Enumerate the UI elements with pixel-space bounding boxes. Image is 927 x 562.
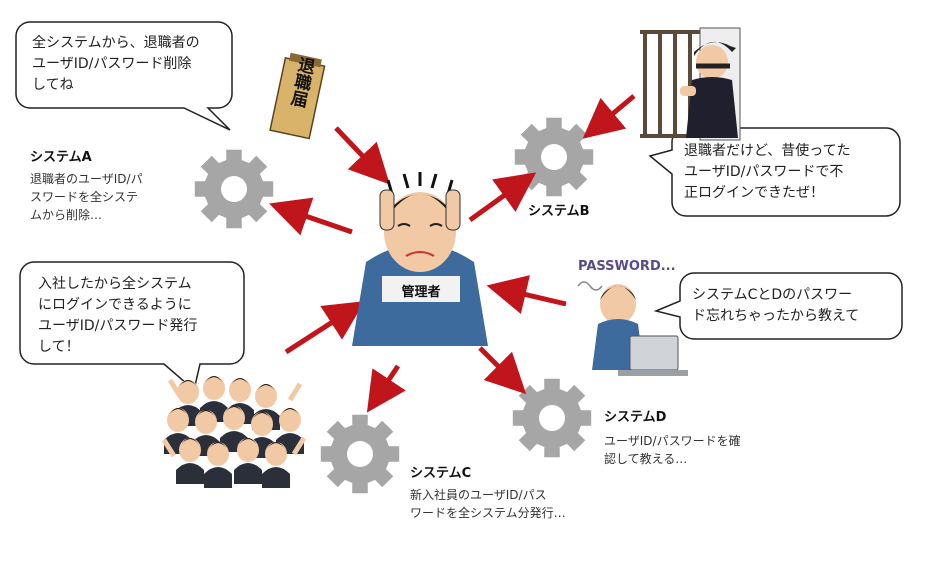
thief-illustration	[640, 27, 741, 141]
arrow-admin-to-system-b	[468, 172, 537, 223]
bubble-new-hires-text: 入社したから全システム にログインできるように ユーザID/パスワード発行 して…	[38, 276, 198, 355]
system-a-desc: 退職者のユーザID/パ スワードを全システ ムから削除…	[30, 172, 143, 222]
system-d-desc: ユーザID/パスワードを確 認して教える…	[604, 434, 741, 466]
arrow-newhires-to-admin	[284, 301, 365, 355]
gear-icon-a	[194, 149, 274, 229]
arrows	[269, 94, 636, 413]
gear-icon-c	[320, 414, 400, 494]
system-c-title: システムC	[410, 466, 472, 481]
system-b-title: システムB	[528, 204, 590, 219]
arrow-forgot-to-admin	[486, 275, 567, 315]
bubble-forgot-password-text: システムCとDのパスワー ド忘れちゃったから教えて	[692, 287, 860, 324]
bubble-resignation-request	[15, 21, 233, 131]
resignation-letter-illustration: 退職届	[269, 52, 326, 140]
bubble-resignation-request-text: 全システムから、退職者の ユーザID/パスワード削除 してね	[32, 35, 200, 93]
system-d-title: システムD	[604, 410, 667, 425]
bubble-new-hires	[19, 261, 245, 392]
system-c-desc: 新入社員のユーザID/パス ワードを全システム分発行…	[410, 488, 566, 520]
arrow-admin-to-system-c	[366, 364, 406, 413]
bubble-thief-text: 退職者だけど、昔使ってた ユーザID/パスワードで不 正ログインできたぜ！	[684, 143, 851, 201]
admin-illustration	[352, 172, 488, 346]
forgetful-user-illustration: PASSWORD...	[577, 259, 688, 376]
password-caption: PASSWORD...	[578, 259, 676, 274]
bubble-forgot-password	[653, 272, 903, 340]
gear-icon-b	[514, 117, 594, 197]
admin-label: 管理者	[401, 285, 441, 300]
arrow-admin-to-system-d	[478, 346, 527, 395]
arrow-admin-to-system-a	[269, 197, 353, 236]
system-a-title: システムA	[30, 150, 92, 165]
arrow-thief-to-system-b	[582, 94, 636, 139]
arrow-letter-to-admin	[334, 126, 390, 185]
gear-icon-d	[512, 378, 592, 458]
bubble-thief	[648, 127, 901, 217]
new-hires-illustration	[161, 376, 307, 488]
